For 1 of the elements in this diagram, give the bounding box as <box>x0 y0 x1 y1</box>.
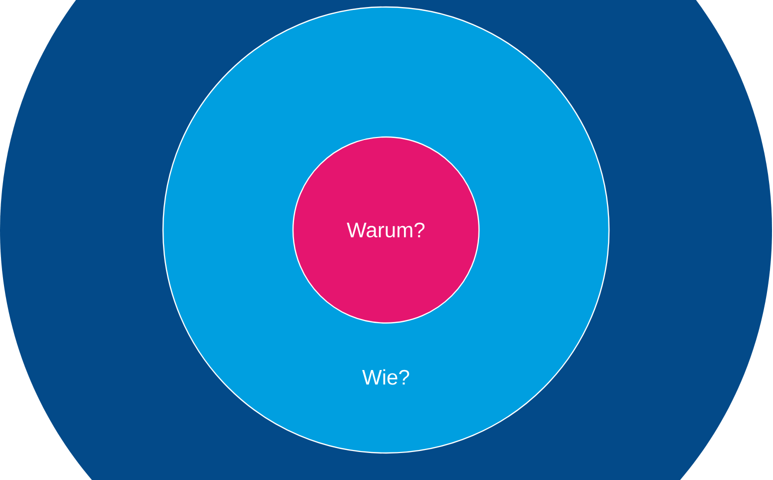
circle-label: Wie? <box>362 369 410 385</box>
